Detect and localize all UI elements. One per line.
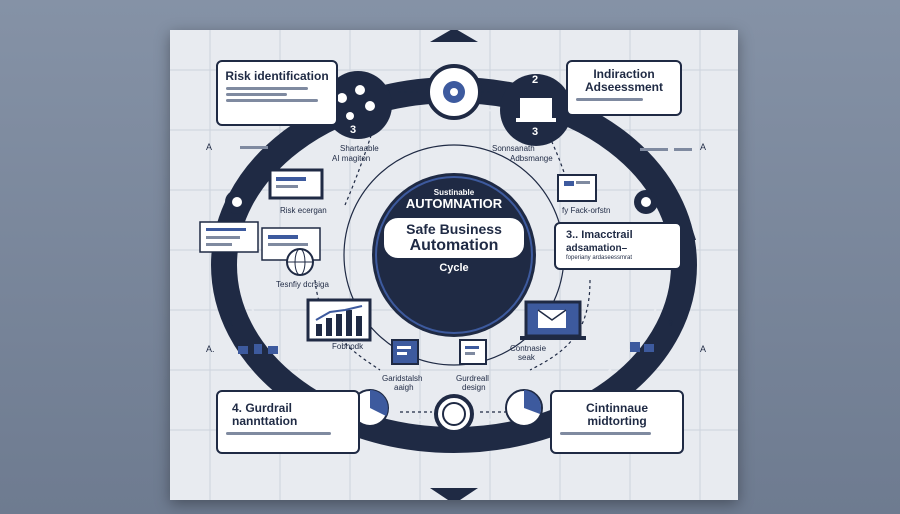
card-guardrail: 4. Gurdrail nannttation [216, 390, 360, 454]
step-number-3b: 3 [532, 126, 539, 138]
label-sharable: Shartaable [340, 144, 379, 153]
card-risk-title: Risk identification [225, 69, 329, 83]
card-guardrail-line2: nannttation [232, 414, 298, 428]
mark-a4: A [700, 344, 707, 354]
label-cont: Contnasie [510, 344, 547, 353]
label-ai-magiton: AI magiton [332, 154, 371, 163]
step-number-2: 2 [532, 74, 539, 86]
gears-circle [324, 71, 392, 139]
label-guard-left: Garidstalsh [382, 374, 423, 383]
center-pill: Safe Business Automation [382, 216, 526, 260]
mark-a3: A. [206, 344, 215, 354]
center-top-big: AUTOMNATIOR [405, 196, 503, 211]
label-adsrange: Adbsmange [510, 154, 553, 163]
arrow-bottom [430, 488, 478, 500]
card-monitoring-line1: Cintinnaue [586, 401, 648, 415]
label-guard-left2: aaigh [394, 383, 414, 392]
card-impact-line3: foperiany ardaseessmrat [566, 255, 633, 261]
laptop-icon [520, 98, 552, 118]
card-impact-line2: adsamation– [566, 243, 628, 254]
card-impact: 3.. Imacctrail adsamation– foperiany ard… [554, 222, 682, 270]
center-bottom-circle [434, 394, 474, 434]
center-pill-line1: Safe Business [406, 221, 502, 237]
card-monitoring: Cintinnaue midtorting [550, 390, 684, 454]
label-fobhodk: Fobhodk [332, 342, 364, 351]
label-guard-right: Gurdreall [456, 374, 489, 383]
mark-a1: A [206, 142, 213, 152]
arrow-top [430, 30, 478, 42]
card-guardrail-line1: 4. Gurdrail [232, 401, 293, 415]
small-monitor-icon [557, 174, 597, 202]
mark-a2: A [700, 142, 707, 152]
card-assessment-line1: Indiraction [593, 67, 655, 81]
center-pill-line2: Automation [409, 237, 499, 254]
label-cont2: seak [518, 353, 535, 362]
step-number-3a: 3 [350, 124, 357, 136]
label-risk-small: Risk ecergan [280, 206, 327, 215]
card-impact-line1: 3.. Imacctrail [566, 229, 633, 241]
label-guard-right2: design [462, 383, 486, 392]
card-monitoring-line2: midtorting [587, 414, 647, 428]
label-sonnath: Sonnsanath [492, 144, 535, 153]
diagram-board: Risk identification Indiraction Adseessm… [170, 30, 738, 500]
center-top-small: Sustinable [433, 188, 475, 197]
monitor-icon [268, 168, 324, 200]
center-bottom: Cycle [439, 262, 469, 274]
step-number-1: 1. [228, 318, 236, 328]
step-number-9: 9 [668, 318, 674, 328]
label-fack: fy Fack-orfstn [562, 206, 611, 215]
card-assessment-line2: Adseessment [584, 80, 664, 94]
label-tessy: Tesnfiy dcrsiga [276, 280, 329, 289]
card-risk-identification: Risk identification [216, 60, 338, 126]
card-assessment: Indiraction Adseessment [566, 60, 682, 116]
